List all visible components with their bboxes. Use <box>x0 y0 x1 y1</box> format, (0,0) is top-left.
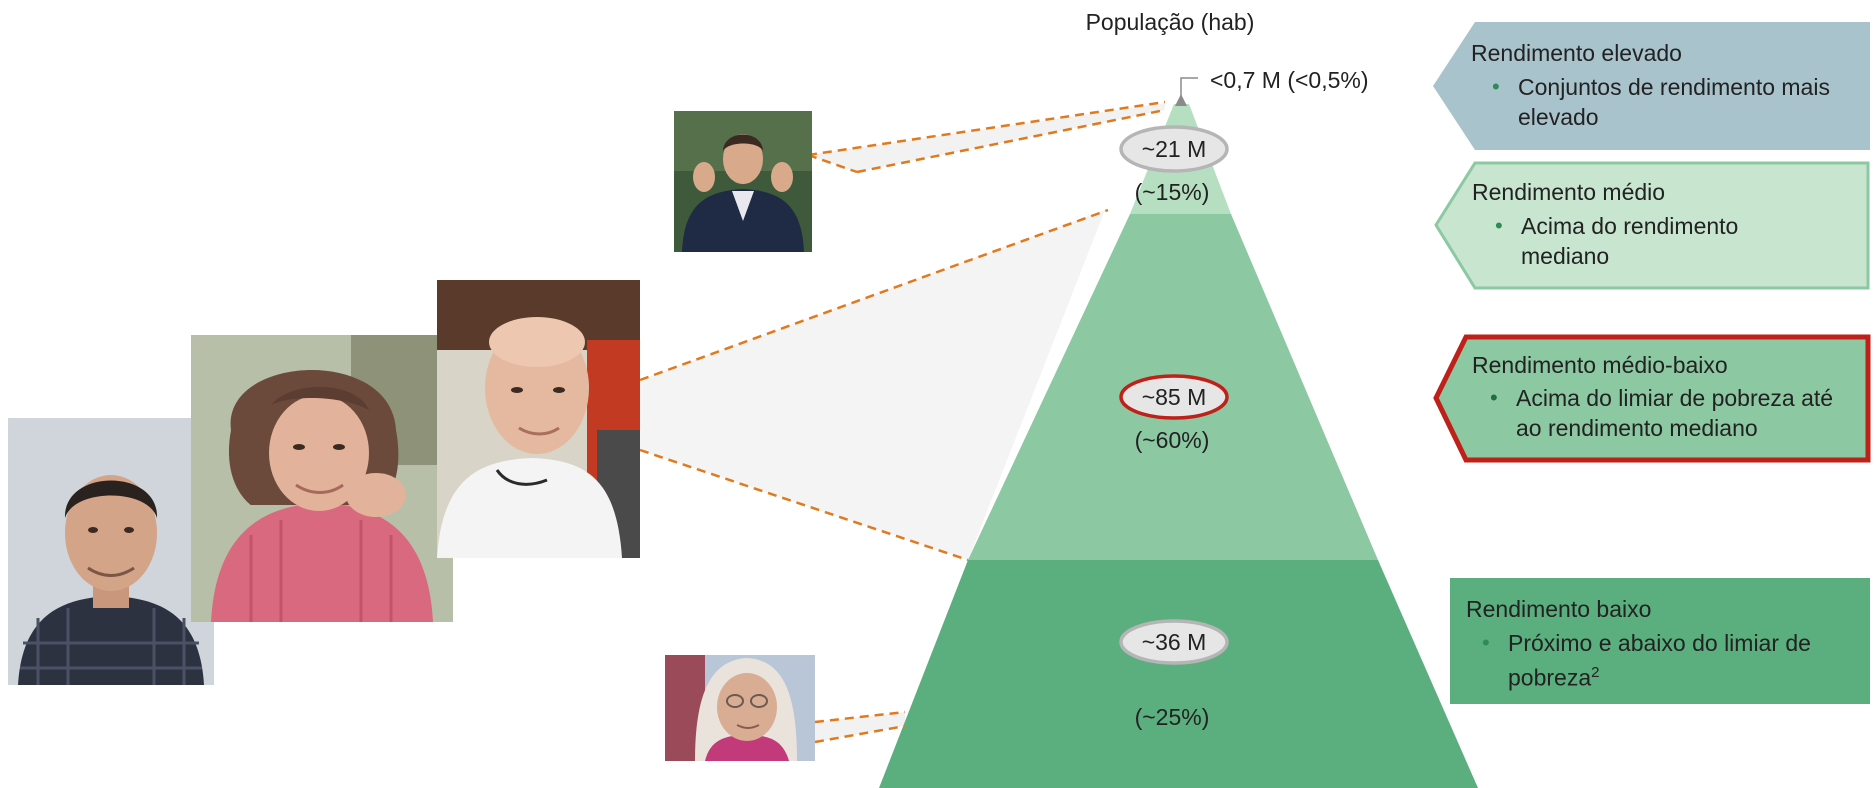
population-ellipse-middle <box>1119 374 1229 420</box>
tier-top-population: ~21 M <box>1142 136 1207 162</box>
connector-bottom-upper <box>814 710 906 724</box>
category-low-title: Rendimento baixo <box>1466 596 1652 622</box>
tip-label: <0,7 M (<0,5%) <box>1210 67 1369 93</box>
category-low-bullet: Próximo e abaixo do limiar de pobreza2 <box>1482 628 1848 693</box>
category-lower-middle-income: Rendimento médio-baixo Acima do limiar d… <box>1438 337 1868 460</box>
category-high-title: Rendimento elevado <box>1471 40 1682 66</box>
tier-middle-share: (~60%) <box>1135 427 1210 453</box>
tier-middle-population: ~85 M <box>1142 384 1207 410</box>
category-mid-title: Rendimento médio <box>1472 179 1666 205</box>
connector-top-join <box>807 153 858 174</box>
category-lowmid-bullet: Acima do limiar de pobreza até ao rendim… <box>1490 383 1861 443</box>
top-connector-band <box>808 103 1165 172</box>
connector-lines <box>639 100 1166 744</box>
tier-top-share: (~15%) <box>1135 179 1210 205</box>
photo-bald-man <box>437 280 640 558</box>
category-high-bullet: Conjuntos de rendimento mais elevado <box>1492 72 1838 132</box>
category-high-income: Rendimento elevado Conjuntos de rendimen… <box>1438 22 1870 150</box>
population-header: População (hab) <box>1086 9 1255 35</box>
category-low-income: Rendimento baixo Próximo e abaixo do lim… <box>1450 578 1870 704</box>
photo-man-plaid-shirt <box>8 418 214 685</box>
category-lowmid-title: Rendimento médio-baixo <box>1472 352 1728 378</box>
connector-middle-lower <box>639 448 969 562</box>
photo-elderly-woman <box>665 655 815 761</box>
photo-wealthy-man <box>674 111 812 252</box>
connector-top-upper <box>807 100 1166 157</box>
tier-bottom-share: (~25%) <box>1135 704 1210 730</box>
tip-leader-line <box>1180 77 1198 100</box>
connector-top-lower <box>856 108 1166 174</box>
population-ellipse-top <box>1119 125 1229 173</box>
category-middle-income: Rendimento médio Acima do rendimento med… <box>1438 163 1868 288</box>
connector-middle-upper <box>639 208 1109 382</box>
category-low-bullet-text: Próximo e abaixo do limiar de pobreza <box>1508 630 1811 691</box>
category-mid-bullet: Acima do rendimento mediano <box>1495 211 1811 271</box>
tier-bottom-population: ~36 M <box>1142 629 1207 655</box>
pyramid-tier-bottom <box>879 560 1478 788</box>
middle-connector-band <box>640 210 1105 560</box>
population-ellipse-bottom <box>1119 619 1229 665</box>
photo-woman-pink-sweater <box>191 335 453 622</box>
connector-bottom-lower <box>814 724 906 744</box>
category-low-footnote: 2 <box>1591 664 1600 681</box>
